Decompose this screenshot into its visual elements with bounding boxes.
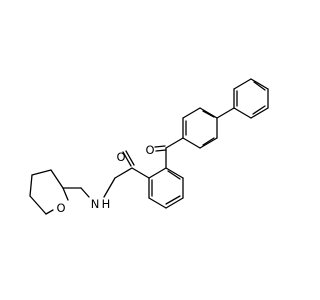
bond-line bbox=[199, 137, 218, 149]
bond-line bbox=[148, 197, 167, 209]
bond-line bbox=[233, 78, 252, 90]
atom-oxygen-ring: O bbox=[56, 201, 65, 215]
bond-line bbox=[165, 195, 181, 205]
bond-line bbox=[80, 187, 90, 198]
atom-oxygen-ketone: O bbox=[145, 143, 154, 157]
bond-line bbox=[31, 169, 52, 176]
bond-line bbox=[165, 137, 184, 149]
bond-line bbox=[154, 145, 166, 148]
bond-line bbox=[131, 167, 150, 179]
bond-line bbox=[252, 105, 266, 115]
bond-line bbox=[148, 167, 167, 179]
atom-oxygen-amide: O bbox=[116, 150, 125, 164]
bond-line bbox=[114, 167, 133, 179]
bond-line bbox=[202, 137, 215, 146]
bond-line bbox=[125, 150, 135, 166]
bond-line bbox=[155, 149, 167, 152]
bond-line bbox=[250, 107, 269, 119]
bond-line bbox=[250, 78, 269, 90]
atom-hydrogen-amide: H bbox=[102, 197, 111, 211]
bond-line bbox=[103, 177, 116, 198]
bond-line bbox=[165, 167, 184, 179]
bond-line bbox=[182, 107, 201, 119]
bond-line bbox=[202, 110, 215, 118]
bond-line bbox=[29, 195, 47, 215]
atom-nitrogen-amide: N bbox=[91, 197, 100, 211]
bond-line bbox=[62, 187, 69, 201]
bond-line bbox=[165, 197, 184, 209]
atom-label-layer: O O N H O bbox=[56, 143, 154, 215]
bond-line bbox=[29, 174, 33, 197]
bond-line bbox=[233, 107, 252, 119]
bond-line bbox=[167, 170, 181, 180]
bond-line bbox=[253, 81, 266, 91]
bond-line bbox=[45, 209, 54, 215]
molecule-structure: O O N H O bbox=[29, 78, 269, 215]
bond-line bbox=[216, 107, 235, 119]
bond-line bbox=[50, 169, 64, 189]
bond-line bbox=[182, 137, 201, 149]
bond-line bbox=[199, 107, 218, 119]
bond-line bbox=[122, 151, 132, 167]
bond-layer bbox=[29, 78, 269, 215]
